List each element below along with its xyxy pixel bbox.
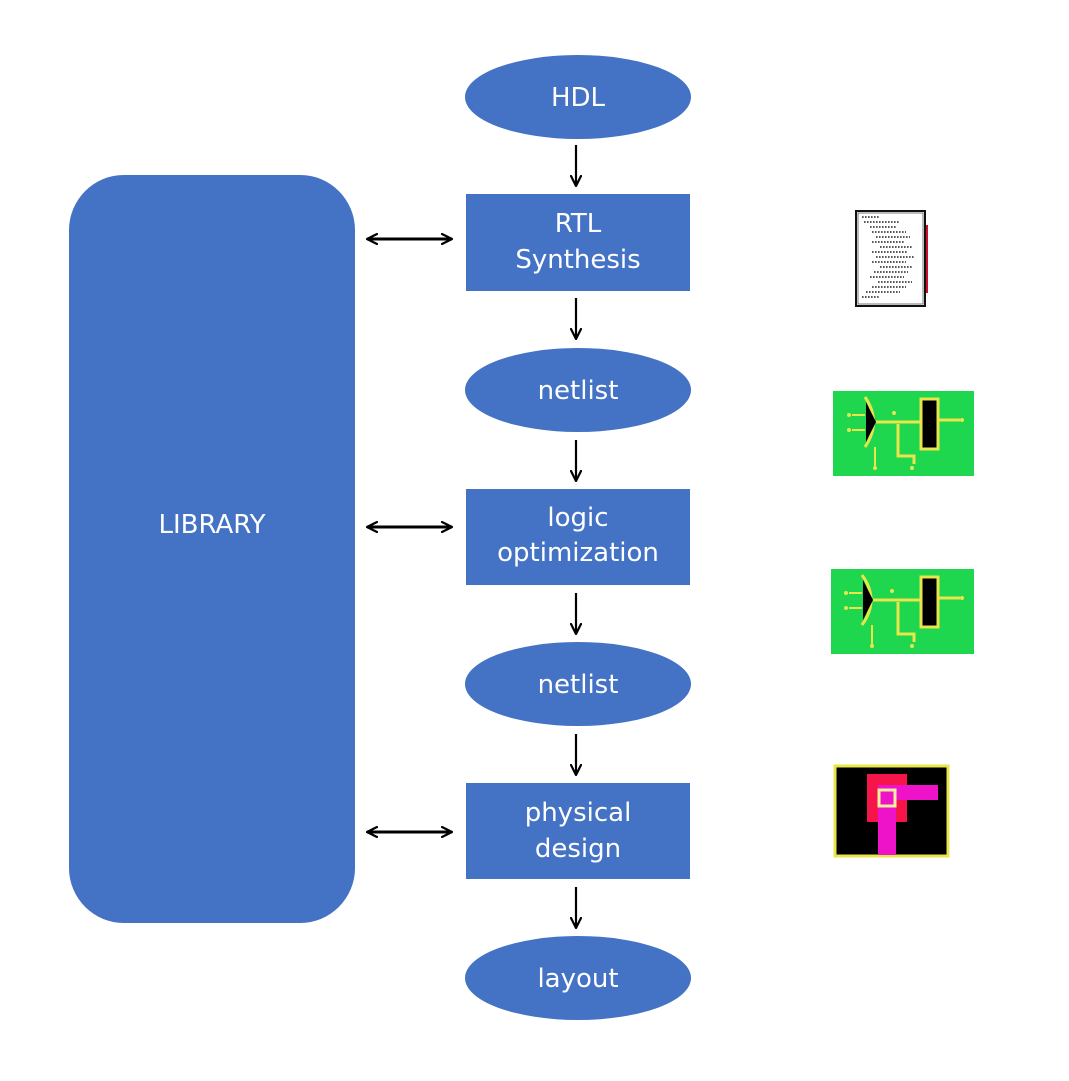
rtl-synthesis-line2: Synthesis: [515, 245, 640, 275]
hdl-label: HDL: [551, 83, 606, 113]
logic-optimization-line2: optimization: [497, 538, 659, 568]
library-arrows: [367, 239, 452, 832]
rtl-synthesis-line1: RTL: [555, 209, 602, 239]
layout-ellipse: [465, 936, 691, 1020]
layout-label: layout: [537, 964, 618, 994]
layout-node: layout: [465, 936, 691, 1020]
rtl-synthesis-box: [466, 194, 690, 291]
netlist-node-2: netlist: [465, 642, 691, 726]
physical-design-box: [466, 783, 690, 879]
library-box: [69, 175, 355, 923]
library-block: LIBRARY: [69, 175, 355, 923]
physical-design-node: physical design: [466, 783, 690, 879]
schematic-icon: [833, 391, 974, 476]
physical-design-line1: physical: [525, 798, 632, 828]
netlist-ellipse-1: [465, 348, 691, 432]
netlist-label-2: netlist: [538, 670, 619, 700]
netlist-ellipse-2: [465, 642, 691, 726]
hdl-node: HDL: [465, 55, 691, 139]
document-text-icon: [855, 210, 928, 307]
logic-optimization-node: logic optimization: [466, 489, 690, 585]
library-label: LIBRARY: [158, 510, 265, 540]
rtl-synthesis-node: RTL Synthesis: [466, 194, 690, 291]
logic-optimization-line1: logic: [547, 503, 608, 533]
layout-polygon-icon: [833, 764, 950, 858]
physical-design-line2: design: [535, 834, 621, 864]
schematic-icon: [831, 569, 974, 654]
logic-optimization-box: [466, 489, 690, 585]
netlist-node-1: netlist: [465, 348, 691, 432]
hdl-ellipse: [465, 55, 691, 139]
netlist-label-1: netlist: [538, 376, 619, 406]
